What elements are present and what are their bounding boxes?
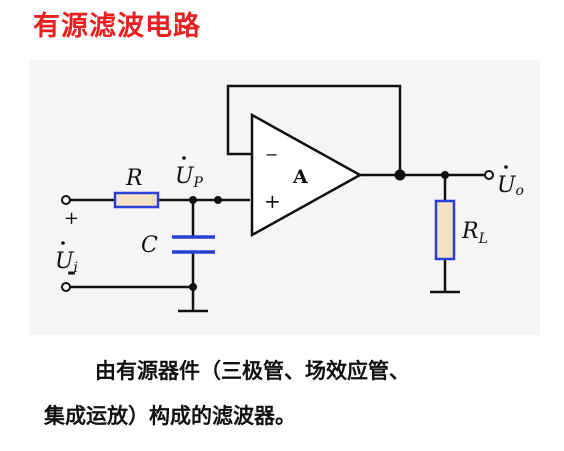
input-minus-sign: -	[67, 259, 76, 285]
up-dot	[182, 156, 186, 160]
ui-dot	[61, 241, 65, 245]
load-label-subscript: L	[478, 231, 488, 247]
description-line-2: 集成运放）构成的滤波器。	[44, 404, 296, 428]
ui-label: Ui	[55, 249, 78, 276]
up-label-subscript: P	[193, 175, 204, 191]
up-label: UP	[175, 164, 204, 191]
description-line-1: 由有源器件（三极管、场效应管、	[95, 359, 410, 383]
ui-label-subscript: i	[74, 260, 78, 276]
page-title: 有源滤波电路	[33, 11, 201, 42]
load-label-main: R	[461, 219, 479, 244]
input-terminal-top	[61, 195, 71, 205]
opamp-plus-sign: +	[264, 189, 281, 213]
opamp-minus-sign: −	[265, 145, 278, 164]
input-plus-sign: +	[64, 208, 79, 229]
terminals	[61, 170, 494, 292]
resistor-r	[113, 191, 160, 209]
capacitor-c	[172, 235, 215, 254]
opamp-label: A	[292, 166, 308, 188]
uo-label: Uo	[497, 173, 524, 199]
resistor-label: R	[125, 166, 143, 191]
ui-label-main: U	[55, 249, 75, 274]
load-resistor	[434, 199, 456, 261]
opamp-triangle	[250, 112, 363, 238]
output-terminal	[484, 170, 494, 180]
uo-dot	[504, 165, 508, 169]
wires	[70, 84, 485, 313]
load-label: RL	[461, 219, 488, 247]
capacitor-label: C	[141, 233, 158, 258]
uo-label-subscript: o	[516, 183, 524, 199]
input-terminal-bottom	[61, 282, 71, 292]
up-label-main: U	[175, 164, 195, 189]
junction-dots	[189, 169, 449, 291]
uo-label-main: U	[497, 173, 517, 198]
